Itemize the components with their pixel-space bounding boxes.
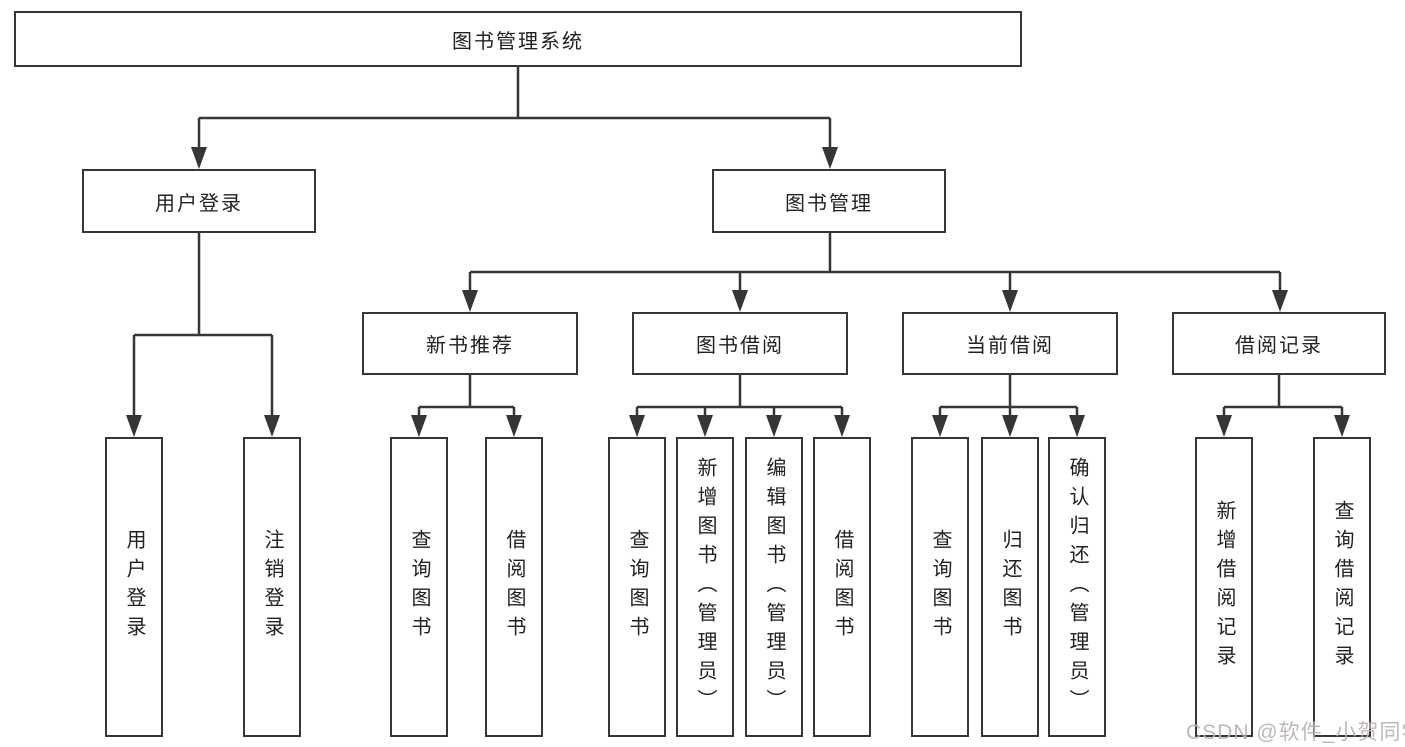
arrowhead-icon	[822, 147, 838, 169]
node-label: 借阅图书	[831, 529, 853, 645]
connector-current-to-leaves	[932, 375, 1085, 437]
node-label: 当前借阅	[966, 335, 1054, 357]
arrowhead-icon	[1002, 290, 1018, 312]
arrowhead-icon	[1216, 415, 1232, 437]
leaf-user-login: 用户登录	[105, 437, 163, 737]
arrowhead-icon	[126, 415, 142, 437]
node-label: 图书借阅	[696, 335, 784, 357]
arrowhead-icon	[1069, 415, 1085, 437]
connector-login-to-leaves	[126, 233, 280, 437]
node-label: 新增借阅记录	[1213, 500, 1235, 674]
node-label: 查询图书	[929, 529, 951, 645]
leaf-edit-book-admin: 编辑图书（管理员）	[745, 437, 803, 737]
node-label: 查询借阅记录	[1331, 500, 1353, 674]
node-label: 图书管理系统	[452, 30, 584, 53]
leaf-logout: 注销登录	[243, 437, 301, 737]
leaf-query-books: 查询图书	[390, 437, 448, 737]
node-borrow-records: 借阅记录	[1172, 312, 1386, 375]
node-label: 借阅图书	[503, 529, 525, 645]
node-label: 确认归还（管理员）	[1066, 456, 1088, 718]
connector-recommend-to-leaves	[411, 375, 522, 437]
arrowhead-icon	[766, 415, 782, 437]
arrowhead-icon	[697, 415, 713, 437]
arrowhead-icon	[1272, 290, 1288, 312]
node-system-root: 图书管理系统	[14, 11, 1022, 67]
node-label: 图书管理	[785, 192, 873, 215]
node-label: 新书推荐	[426, 335, 514, 357]
node-label: 编辑图书（管理员）	[763, 456, 785, 718]
connector-borrow-to-leaves	[629, 375, 850, 437]
arrowhead-icon	[732, 290, 748, 312]
node-user-login: 用户登录	[82, 169, 316, 233]
leaf-add-borrow-record: 新增借阅记录	[1195, 437, 1253, 737]
node-label: 归还图书	[999, 529, 1021, 645]
node-label: 注销登录	[261, 529, 283, 645]
node-label: 借阅记录	[1235, 335, 1323, 357]
leaf-query-borrow-record: 查询借阅记录	[1313, 437, 1371, 737]
connector-records-to-leaves	[1216, 375, 1350, 437]
arrowhead-icon	[191, 147, 207, 169]
arrowhead-icon	[834, 415, 850, 437]
connector-mgmt-to-level3	[462, 233, 1288, 312]
leaf-confirm-return-admin: 确认归还（管理员）	[1048, 437, 1106, 737]
node-book-management: 图书管理	[712, 169, 946, 233]
node-label: 新增图书（管理员）	[694, 456, 716, 718]
leaf-borrow-books: 借阅图书	[485, 437, 543, 737]
arrowhead-icon	[411, 415, 427, 437]
csdn-watermark: CSDN @软件_小贺同学	[1186, 721, 1405, 744]
leaf-query-books: 查询图书	[911, 437, 969, 737]
arrowhead-icon	[264, 415, 280, 437]
arrowhead-icon	[1334, 415, 1350, 437]
leaf-borrow-books: 借阅图书	[813, 437, 871, 737]
node-label: 查询图书	[626, 529, 648, 645]
node-label: 用户登录	[155, 192, 243, 215]
leaf-query-books: 查询图书	[608, 437, 666, 737]
node-book-borrow: 图书借阅	[632, 312, 848, 375]
node-current-borrow: 当前借阅	[902, 312, 1118, 375]
node-label: 查询图书	[408, 529, 430, 645]
node-label: 用户登录	[123, 529, 145, 645]
node-new-book-recommend: 新书推荐	[362, 312, 578, 375]
arrowhead-icon	[1002, 415, 1018, 437]
arrowhead-icon	[629, 415, 645, 437]
arrowhead-icon	[506, 415, 522, 437]
leaf-return-books: 归还图书	[981, 437, 1039, 737]
leaf-add-book-admin: 新增图书（管理员）	[676, 437, 734, 737]
arrowhead-icon	[462, 290, 478, 312]
connector-root-to-level2	[191, 67, 838, 169]
arrowhead-icon	[932, 415, 948, 437]
